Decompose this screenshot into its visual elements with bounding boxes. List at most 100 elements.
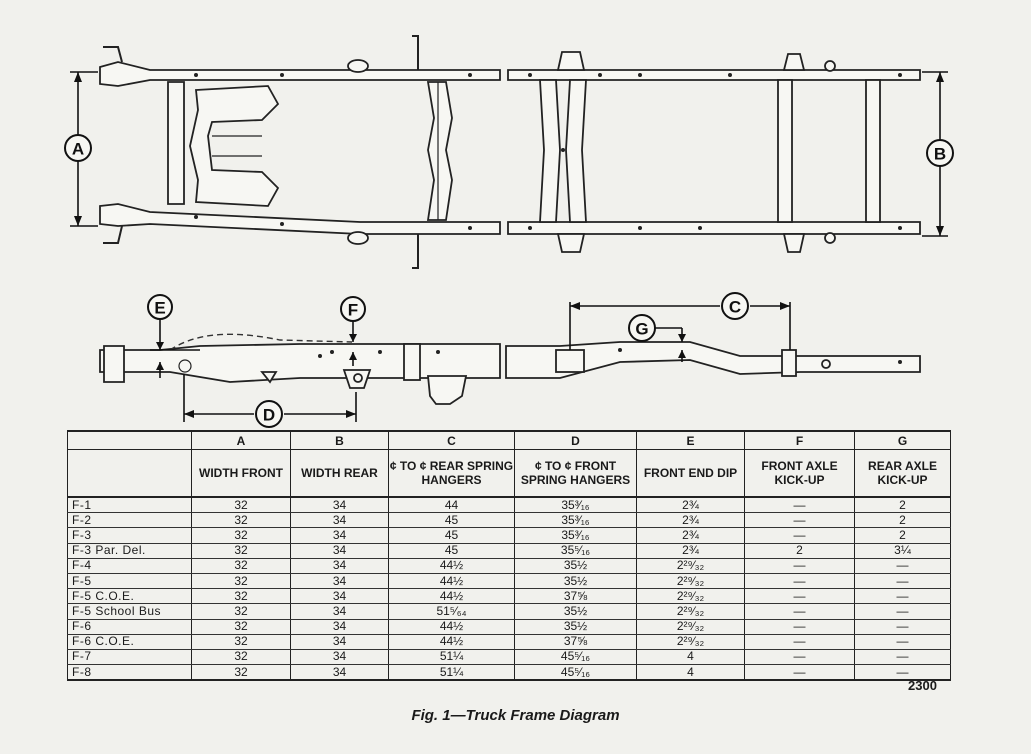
letter-cell: A <box>191 430 291 450</box>
value-cell: 32 <box>191 512 291 529</box>
value-cell: — <box>744 664 855 682</box>
value-cell: 45 <box>388 543 515 559</box>
label-c: C <box>729 298 741 317</box>
value-cell: — <box>744 558 855 574</box>
value-cell: 35³⁄₁₆ <box>514 512 637 529</box>
value-cell: 51¼ <box>388 649 515 666</box>
value-cell: 32 <box>191 588 291 605</box>
value-cell: 32 <box>191 527 291 544</box>
value-cell: — <box>854 558 951 574</box>
value-cell: 2¾ <box>636 497 745 514</box>
column-header: FRONT END DIP <box>636 449 745 498</box>
value-cell: — <box>854 588 951 605</box>
value-cell: — <box>744 588 855 605</box>
column-header: REAR AXLE KICK-UP <box>854 449 951 498</box>
model-cell: F-6 <box>67 619 192 635</box>
figure-number: 2300 <box>908 678 937 693</box>
value-cell: — <box>744 573 855 590</box>
column-header: ¢ TO ¢ REAR SPRING HANGERS <box>388 449 515 498</box>
value-cell: 35½ <box>514 603 637 620</box>
dimension-b: B <box>922 71 954 237</box>
value-cell: 32 <box>191 573 291 590</box>
model-cell: F-3 <box>67 527 192 544</box>
value-cell: 34 <box>290 634 389 650</box>
value-cell: — <box>854 634 951 650</box>
value-cell: 2 <box>854 512 951 529</box>
value-cell: 35³⁄₁₆ <box>514 497 637 514</box>
value-cell: — <box>744 649 855 666</box>
value-cell: 35½ <box>514 573 637 590</box>
column-header: FRONT AXLE KICK-UP <box>744 449 855 498</box>
value-cell: 45⁵⁄₁₆ <box>514 649 637 666</box>
value-cell: 35⁵⁄₁₆ <box>514 543 637 559</box>
label-e: E <box>154 299 165 318</box>
value-cell: 44½ <box>388 558 515 574</box>
value-cell: 45⁵⁄₁₆ <box>514 664 637 682</box>
dimension-c: C <box>569 292 791 350</box>
label-b: B <box>934 145 946 164</box>
value-cell: — <box>744 634 855 650</box>
letter-cell: D <box>514 430 637 450</box>
truck-frame-diagram: A B E <box>64 35 954 428</box>
value-cell: — <box>854 649 951 666</box>
value-cell: 34 <box>290 619 389 635</box>
value-cell: 34 <box>290 497 389 514</box>
letter-cell: F <box>744 430 855 450</box>
value-cell: 2 <box>744 543 855 559</box>
value-cell: 35½ <box>514 619 637 635</box>
value-cell: 4 <box>636 664 745 682</box>
model-cell: F-2 <box>67 512 192 529</box>
value-cell: 2²⁹⁄₃₂ <box>636 619 745 635</box>
model-cell: F-4 <box>67 558 192 574</box>
value-cell: — <box>854 664 951 682</box>
value-cell: 34 <box>290 512 389 529</box>
value-cell: 32 <box>191 558 291 574</box>
value-cell: — <box>744 497 855 514</box>
value-cell: 4 <box>636 649 745 666</box>
value-cell: 34 <box>290 558 389 574</box>
value-cell: 32 <box>191 603 291 620</box>
value-cell: — <box>744 619 855 635</box>
value-cell: 2²⁹⁄₃₂ <box>636 634 745 650</box>
value-cell: 35½ <box>514 558 637 574</box>
value-cell: 32 <box>191 497 291 514</box>
value-cell: 34 <box>290 527 389 544</box>
value-cell: 2¾ <box>636 512 745 529</box>
value-cell: 34 <box>290 664 389 682</box>
dimension-f: F <box>340 296 366 366</box>
value-cell: 51¼ <box>388 664 515 682</box>
value-cell: 34 <box>290 603 389 620</box>
value-cell: 44 <box>388 497 515 514</box>
value-cell: 34 <box>290 649 389 666</box>
model-cell: F-5 <box>67 573 192 590</box>
letter-cell: E <box>636 430 745 450</box>
value-cell: 45 <box>388 527 515 544</box>
dimension-e: E <box>147 294 200 378</box>
value-cell: 2 <box>854 497 951 514</box>
value-cell: 44½ <box>388 588 515 605</box>
value-cell: — <box>854 619 951 635</box>
value-cell: 37⅝ <box>514 634 637 650</box>
dimension-a: A <box>64 71 98 227</box>
value-cell: 44½ <box>388 619 515 635</box>
value-cell: — <box>744 603 855 620</box>
frame-top-view-front <box>99 35 501 269</box>
value-cell: — <box>854 603 951 620</box>
value-cell: — <box>744 512 855 529</box>
value-cell: 32 <box>191 543 291 559</box>
letter-cell: G <box>854 430 951 450</box>
dimension-d: D <box>183 374 357 428</box>
column-header: WIDTH REAR <box>290 449 389 498</box>
frame-specifications-table: A B C D E F G WIDTH FRONT WIDTH REAR ¢ T… <box>67 430 951 682</box>
value-cell: 45 <box>388 512 515 529</box>
model-cell: F-3 Par. Del. <box>67 543 192 559</box>
value-cell: 34 <box>290 543 389 559</box>
